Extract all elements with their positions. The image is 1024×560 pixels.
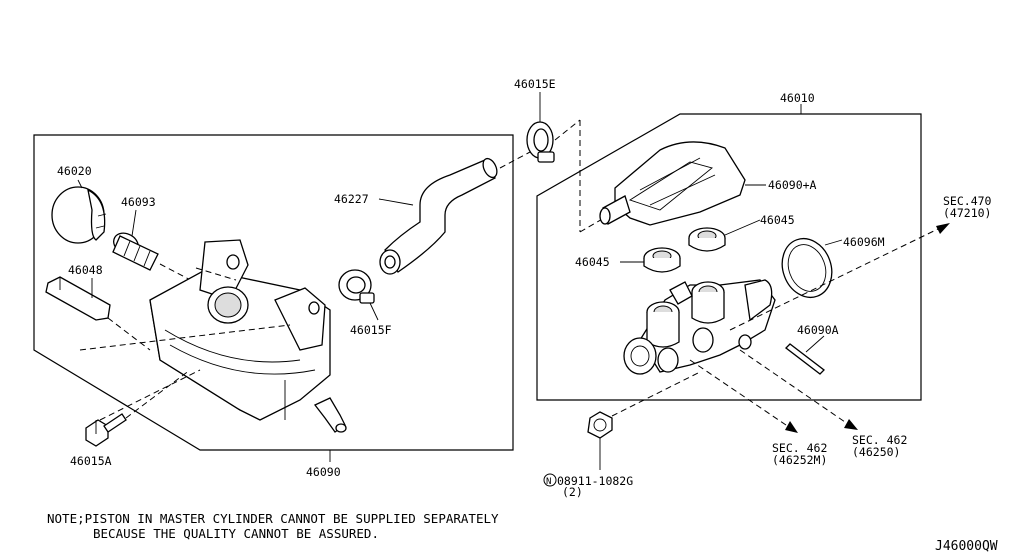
strainer-part <box>112 209 159 271</box>
hose-part <box>379 157 498 275</box>
label-46015F: 46015F <box>350 323 392 337</box>
label-46015A: 46015A <box>70 454 112 468</box>
nut-part <box>587 411 613 439</box>
arrow-sec470-icon <box>936 223 950 234</box>
note-line-2: BECAUSE THE QUALITY CANNOT BE ASSURED. <box>93 526 379 541</box>
label-46010: 46010 <box>780 91 815 105</box>
label-nut-qty: (2) <box>562 485 583 499</box>
diagram-code: J46000QW <box>935 539 998 554</box>
reservoir-assembly-frame <box>33 134 514 451</box>
label-nut-part: 08911-1082G <box>557 474 633 488</box>
note-line-1: NOTE;PISTON IN MASTER CYLINDER CANNOT BE… <box>47 511 499 526</box>
label-46090A: 46090A <box>797 323 839 337</box>
label-46096M: 46096M <box>843 235 885 249</box>
label-46090-plus-a: 46090+A <box>768 178 817 192</box>
label-46045-lower: 46045 <box>575 255 610 269</box>
master-cylinder-assembly-frame <box>536 113 922 401</box>
label-sec470: SEC.470 <box>943 194 992 208</box>
o-ring-part <box>781 237 833 299</box>
seal-upper-part <box>688 227 726 252</box>
nut-symbol-letter: N <box>546 477 551 487</box>
hose-clamp-upper-part <box>526 121 555 163</box>
label-46048: 46048 <box>68 263 103 277</box>
reservoir-cap-part <box>51 179 107 244</box>
label-sec462-left-sub: (46252M) <box>772 453 827 467</box>
label-46090: 46090 <box>306 465 341 479</box>
bolt-part <box>85 413 127 447</box>
label-46093: 46093 <box>121 195 156 209</box>
label-46020: 46020 <box>57 164 92 178</box>
hose-clamp-lower-part <box>338 269 375 304</box>
label-46015E: 46015E <box>514 77 556 91</box>
label-46045-upper: 46045 <box>760 213 795 227</box>
master-cylinder-cover-part <box>599 141 746 226</box>
label-sec462-left: SEC. 462 <box>772 441 827 455</box>
arrow-sec462-right-icon <box>844 419 858 430</box>
master-cylinder-body-part <box>623 279 776 375</box>
label-sec470-sub: (47210) <box>943 206 991 220</box>
arrow-sec462-left-icon <box>785 421 798 433</box>
pin-part <box>785 343 825 375</box>
label-sec462-right: SEC. 462 <box>852 433 907 447</box>
clip-part <box>45 276 111 321</box>
nut-symbol-icon <box>543 473 557 487</box>
label-46227: 46227 <box>334 192 369 206</box>
label-sec462-right-sub: (46250) <box>852 445 900 459</box>
reservoir-tank-part <box>149 239 347 433</box>
seal-lower-part <box>643 247 681 273</box>
